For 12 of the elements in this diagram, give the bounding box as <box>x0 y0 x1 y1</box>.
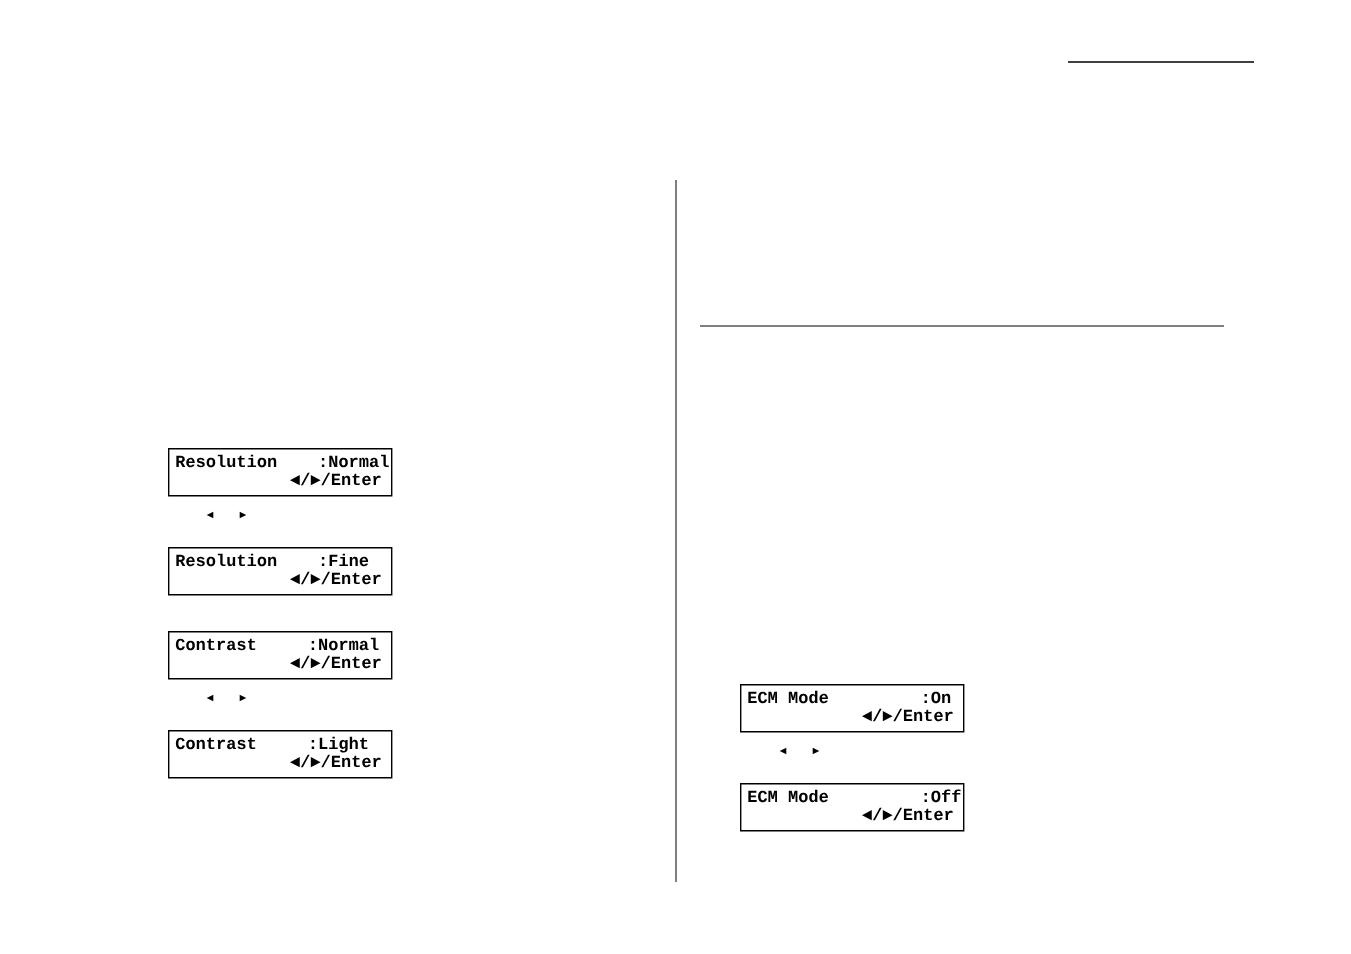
lcd-display: Resolution :Normal ◄/►/Enter <box>168 448 393 497</box>
key-symbol: ◄ <box>779 747 787 755</box>
lcd-display: ECM Mode :On ◄/►/Enter <box>740 684 965 733</box>
lcd-display: Resolution :Fine ◄/►/Enter <box>168 547 393 596</box>
key-symbol: ► <box>239 694 247 702</box>
key-symbol: ► <box>812 747 820 755</box>
lcd-display: Contrast :Light ◄/►/Enter <box>168 730 393 779</box>
lcd-display: ECM Mode :Off ◄/►/Enter <box>740 783 965 832</box>
key-symbol: ► <box>239 511 247 519</box>
key-symbol: ◄ <box>206 694 214 702</box>
lcd-display: Contrast :Normal ◄/►/Enter <box>168 631 393 680</box>
key-symbol: ◄ <box>206 511 214 519</box>
